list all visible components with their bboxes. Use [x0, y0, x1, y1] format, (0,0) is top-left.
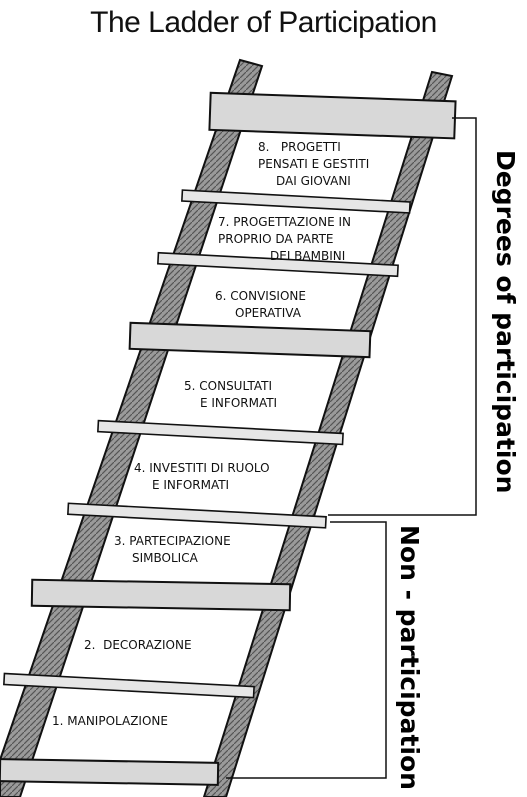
- ladder-rung-1: [0, 758, 220, 786]
- ladder-rung-8: [208, 91, 457, 140]
- ladder-rung-2: [3, 672, 255, 699]
- diagram-title: The Ladder of Participation: [90, 6, 437, 39]
- ladder-rung-5: [97, 419, 344, 446]
- non-participation-label: Non - participation: [395, 525, 424, 790]
- ladder-rung-7b: [157, 251, 399, 278]
- non-participation-bracket: [226, 521, 387, 779]
- rung-label-1: 1. MANIPOLAZIONE: [52, 714, 168, 728]
- ladder-rung-4: [67, 502, 327, 529]
- ladder-rung-7: [181, 189, 411, 214]
- ladder-rung-3: [30, 578, 292, 612]
- degrees-bracket: [328, 117, 477, 516]
- degrees-of-participation-label: Degrees of participation: [491, 150, 520, 494]
- rung-label-2: 2. DECORAZIONE: [84, 638, 192, 652]
- ladder-rung-6: [128, 321, 372, 359]
